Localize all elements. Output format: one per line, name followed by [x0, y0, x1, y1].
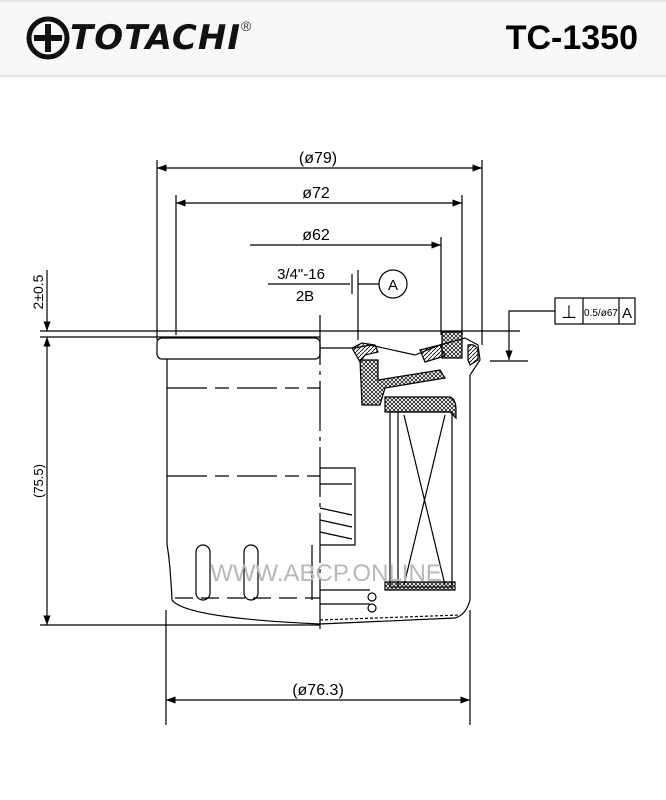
dim-outer-diameter: (ø79): [299, 150, 337, 167]
brand-name: TOTACHI: [70, 18, 241, 58]
datum-circle: [378, 269, 408, 299]
part-number: TC-1350: [505, 19, 638, 57]
totachi-emblem-icon: [26, 16, 70, 60]
dim-gasket-outer: ø72: [302, 185, 330, 202]
can-outline: [166, 359, 321, 625]
thread-class: 2B: [296, 288, 314, 305]
filter-drawing: (ø79) ø72 ø62 3/4"-16 2B A 2±0.5 (75.5) …: [30, 150, 636, 725]
dim-gasket-inner: ø62: [302, 227, 330, 244]
registered-mark: ®: [240, 18, 252, 34]
brand-logo: TOTACHI®: [26, 16, 251, 60]
dim-height: (75.5): [31, 464, 46, 498]
slot: [195, 544, 211, 601]
watermark: WWW.ABCP.ONLINE: [210, 560, 442, 587]
dim-gasket-height: 2±0.5: [30, 274, 46, 309]
base-plate: [156, 337, 321, 360]
dim-body-diameter: (ø76.3): [292, 682, 344, 699]
tolerance-value: 0.5/ø67: [584, 308, 618, 319]
datum-label: A: [388, 277, 398, 294]
perpendicularity-symbol: ⊥: [561, 302, 577, 322]
gasket: [441, 331, 463, 359]
slot: [243, 544, 259, 601]
thread-spec: 3/4"-16: [277, 266, 325, 283]
tolerance-datum: A: [622, 305, 632, 322]
header-bar: TOTACHI® TC-1350: [0, 0, 666, 77]
